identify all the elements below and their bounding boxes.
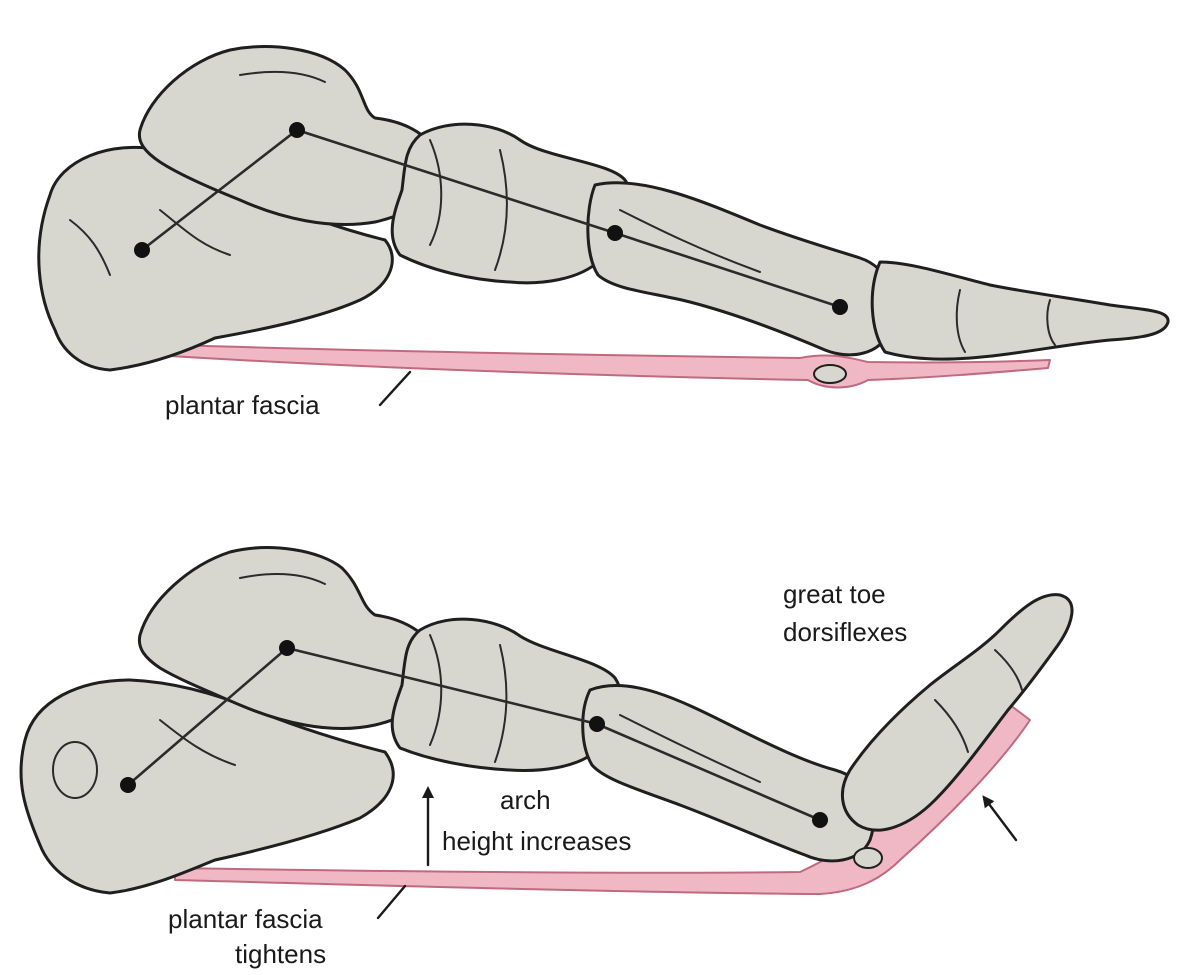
top-midfoot-bones xyxy=(390,122,633,285)
bottom-bone-detail xyxy=(619,714,761,783)
bottom-bone-detail xyxy=(994,649,1023,691)
bottom-foot-illustration xyxy=(19,546,1074,895)
arch-label-line-2: height increases xyxy=(442,826,631,856)
toe-label-line-1: great toe xyxy=(783,579,886,609)
top-metatarsal-head-joint xyxy=(832,299,848,315)
top-bone-detail xyxy=(69,219,111,276)
top-bone-detail xyxy=(1046,299,1056,346)
bottom-sesamoid-bone xyxy=(853,847,883,869)
bottom-metatarsal-head-joint xyxy=(812,812,828,828)
bottom-bone-detail xyxy=(934,699,969,753)
bottom-heel-bone xyxy=(19,678,395,895)
bottom-fascia-label-line-2: tightens xyxy=(235,939,326,969)
top-talus-joint xyxy=(289,122,305,138)
bottom-bone-detail xyxy=(239,573,326,585)
top-heel-joint xyxy=(134,242,150,258)
bottom-heel-joint xyxy=(120,777,136,793)
top-bone-detail xyxy=(429,139,443,246)
top-bone-detail xyxy=(239,70,326,83)
bottom-arch-axis xyxy=(126,646,822,822)
bottom-bone-detail xyxy=(429,634,443,746)
bottom-fascia-pointer xyxy=(376,884,407,920)
top-toe-bones xyxy=(870,260,1170,361)
top-fascia-pointer xyxy=(378,370,412,407)
top-midfoot-joint xyxy=(607,225,623,241)
top-bone-detail xyxy=(955,289,966,353)
bottom-midfoot-joint xyxy=(589,716,605,732)
top-foot-illustration xyxy=(37,45,1170,389)
top-metatarsal xyxy=(586,181,896,357)
bottom-fascia-label-line-1: plantar fascia xyxy=(168,904,323,934)
toe-push-arrow xyxy=(982,795,1018,842)
top-sesamoid-bone xyxy=(813,364,847,384)
top-arch-axis xyxy=(140,128,842,309)
top-bone-detail xyxy=(619,209,761,273)
bottom-plantar-fascia xyxy=(174,704,1031,895)
arch-label-line-1: arch xyxy=(500,785,551,815)
toe-label-line-2: dorsiflexes xyxy=(783,617,907,647)
bottom-toe-bones xyxy=(840,593,1074,832)
bottom-bone-detail xyxy=(159,719,236,766)
top-bone-detail xyxy=(159,209,231,256)
top-fascia-label: plantar fascia xyxy=(165,390,320,420)
bottom-bone-detail xyxy=(494,644,508,763)
bottom-talus-joint xyxy=(279,640,295,656)
top-bone-detail xyxy=(494,149,508,271)
bottom-bone-detail xyxy=(52,741,98,799)
